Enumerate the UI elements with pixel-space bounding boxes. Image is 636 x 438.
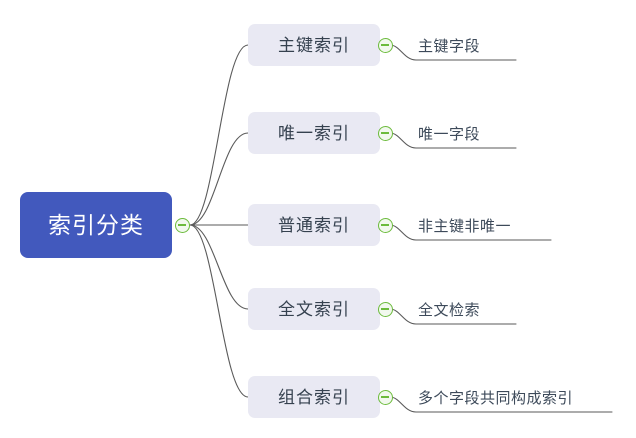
leaf-node-2[interactable]: 唯一字段: [418, 121, 480, 147]
branch-4-collapse-toggle-icon[interactable]: [378, 302, 393, 317]
branch-node-4[interactable]: 全文索引: [248, 288, 380, 330]
branch-node-3[interactable]: 普通索引: [248, 204, 380, 246]
connector-root-to-branch-2: [189, 132, 249, 226]
leaf-node-5[interactable]: 多个字段共同构成索引: [418, 385, 573, 411]
leaf-node-3-label: 非主键非唯一: [418, 217, 512, 235]
branch-node-2[interactable]: 唯一索引: [248, 112, 380, 154]
branch-5-collapse-toggle-icon[interactable]: [378, 390, 393, 405]
connector-root-to-branch-5: [189, 224, 249, 398]
root-collapse-toggle-icon[interactable]: [175, 218, 190, 233]
leaf-node-5-label: 多个字段共同构成索引: [418, 389, 574, 407]
branch-node-1[interactable]: 主键索引: [248, 24, 380, 66]
connector-root-to-branch-4: [189, 224, 249, 310]
leaf-node-4[interactable]: 全文检索: [418, 297, 480, 323]
root-node-label: 索引分类: [48, 211, 144, 238]
branch-node-5-label: 组合索引: [278, 387, 350, 407]
connector-root-to-branch-1: [189, 44, 249, 226]
leaf-node-4-label: 全文检索: [418, 301, 481, 319]
branch-node-2-label: 唯一索引: [278, 123, 350, 143]
branch-1-collapse-toggle-icon[interactable]: [378, 38, 393, 53]
root-node[interactable]: 索引分类: [20, 192, 172, 258]
branch-3-collapse-toggle-icon[interactable]: [378, 218, 393, 233]
branch-2-collapse-toggle-icon[interactable]: [378, 126, 393, 141]
leaf-node-1[interactable]: 主键字段: [418, 33, 480, 59]
branch-node-1-label: 主键索引: [278, 35, 350, 55]
leaf-node-2-label: 唯一字段: [418, 125, 481, 143]
leaf-node-1-label: 主键字段: [418, 37, 481, 55]
branch-node-4-label: 全文索引: [278, 299, 350, 319]
branch-node-5[interactable]: 组合索引: [248, 376, 380, 418]
leaf-node-3[interactable]: 非主键非唯一: [418, 213, 511, 239]
branch-node-3-label: 普通索引: [278, 215, 350, 235]
